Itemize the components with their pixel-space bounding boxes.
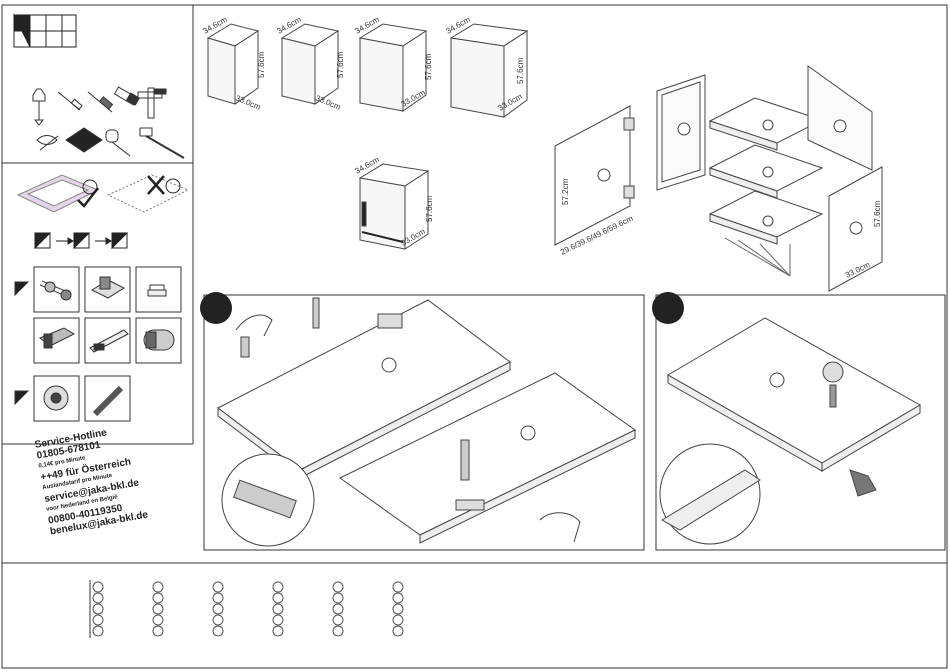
cabinet-views — [206, 23, 529, 250]
step-2-panel — [655, 294, 946, 551]
step-1-panel — [203, 294, 645, 551]
person-count-icon — [13, 13, 77, 48]
cabinet-1-height: 57.6cm — [257, 51, 266, 78]
step-sequence — [34, 232, 129, 250]
door-panel — [554, 105, 631, 246]
step-2-diagram — [659, 317, 922, 545]
step-1-badge — [200, 292, 232, 324]
sheet-frame — [1, 4, 948, 669]
step-1-diagram — [217, 297, 636, 547]
exploded-view — [554, 65, 883, 292]
side-panel-rear — [807, 65, 873, 171]
hardware-parts — [14, 266, 182, 422]
door-height: 57.2cm — [561, 178, 570, 205]
tools-icon — [32, 86, 185, 159]
cabinet-2-width: 33.0cm — [314, 94, 342, 112]
cabinet-3-height: 57.6cm — [424, 53, 433, 80]
cabinet-5 — [358, 163, 430, 250]
cabinet-5-height: 57.6cm — [425, 195, 434, 222]
check-r1-c1 — [92, 581, 104, 593]
cabinet-4 — [449, 23, 529, 118]
side-height: 57.6cm — [873, 200, 882, 227]
cabinet-4-height: 57.6cm — [516, 57, 525, 84]
shelf-bottom — [708, 190, 824, 238]
cabinet-3 — [358, 23, 428, 112]
cabinet-2 — [280, 23, 340, 105]
cabinet-1-width: 33.0cm — [234, 94, 262, 112]
cabinet-2-height: 57.6cm — [336, 51, 345, 78]
checklist-grid — [89, 580, 404, 638]
step-2-badge — [652, 292, 684, 324]
surface-warning-icons — [16, 174, 190, 213]
cabinet-1 — [206, 23, 260, 105]
